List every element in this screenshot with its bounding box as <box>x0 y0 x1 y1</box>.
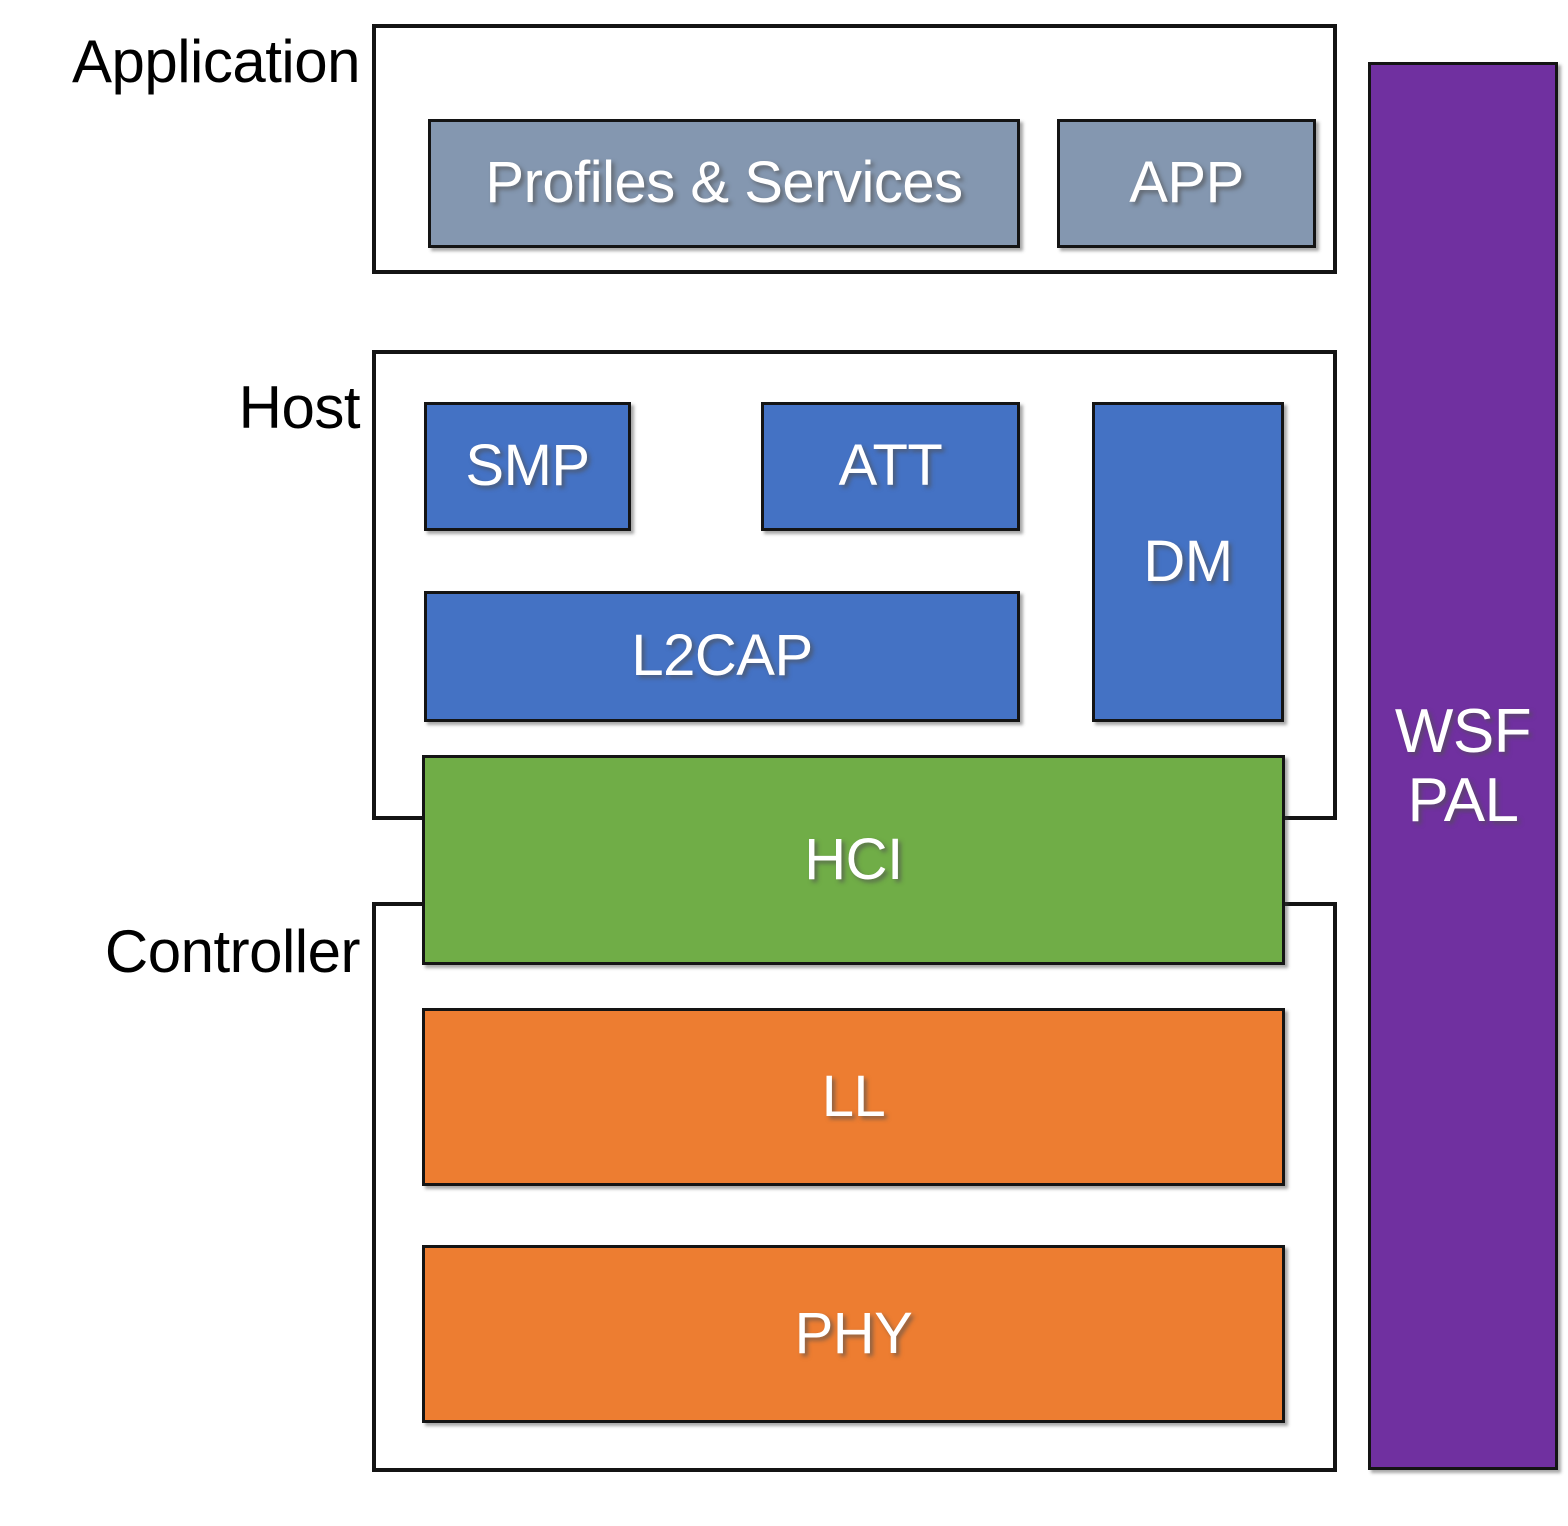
tier-label-controller: Controller <box>104 918 361 985</box>
block-label-dm: DM <box>1143 528 1233 594</box>
block-label-ll: LL <box>821 1063 886 1129</box>
block-label-smp: SMP <box>465 433 590 499</box>
block-label-phy: PHY <box>794 1300 913 1366</box>
block-label-pal: PAL <box>1407 766 1519 835</box>
block-label-l2cap: L2CAP <box>631 623 813 689</box>
block-label-wsf: WSF <box>1394 696 1532 766</box>
tier-label-host: Host <box>238 374 361 441</box>
tier-label-application: Application <box>71 28 361 95</box>
block-app[interactable]: APP <box>1057 119 1316 248</box>
block-label-hci: HCI <box>804 826 903 892</box>
block-l2cap[interactable]: L2CAP <box>424 591 1020 722</box>
block-hci[interactable]: HCI <box>422 755 1285 965</box>
block-label-profiles-and-services: Profiles & Services <box>485 150 963 216</box>
block-dm[interactable]: DM <box>1092 402 1284 722</box>
block-phy[interactable]: PHY <box>422 1245 1285 1423</box>
block-att[interactable]: ATT <box>761 402 1020 531</box>
block-profiles-and-services[interactable]: Profiles & Services <box>428 119 1020 248</box>
block-wsf-pal[interactable]: WSF PAL <box>1368 62 1558 1470</box>
block-smp[interactable]: SMP <box>424 402 631 531</box>
block-label-app: APP <box>1129 150 1244 216</box>
block-ll[interactable]: LL <box>422 1008 1285 1186</box>
block-label-att: ATT <box>838 433 943 499</box>
